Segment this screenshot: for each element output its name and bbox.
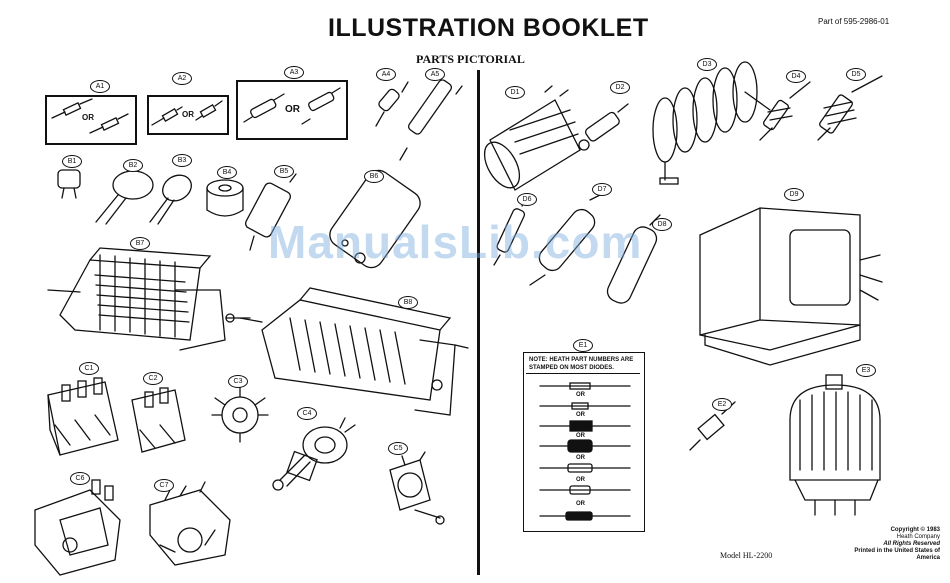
- label-b5: B5: [274, 165, 294, 178]
- part-number: Part of 595-2986-01: [818, 17, 890, 26]
- page-title: ILLUSTRATION BOOKLET: [328, 14, 649, 42]
- part-a5-power-resistor: [399, 79, 463, 161]
- company-line: Heath Company: [896, 534, 940, 540]
- diode-or-3: OR: [576, 433, 585, 439]
- part-b1-capacitor: [57, 169, 81, 199]
- part-c5-wafer-switch: [389, 451, 445, 525]
- label-e1: E1: [573, 339, 593, 352]
- label-b4: B4: [217, 166, 237, 179]
- label-b1: B1: [62, 155, 82, 168]
- label-b2: B2: [123, 159, 143, 172]
- label-d7: D7: [592, 183, 612, 196]
- part-a4-resistor: [375, 81, 409, 127]
- label-d5: D5: [846, 68, 866, 81]
- part-a1-resistor: [51, 98, 129, 134]
- label-c2: C2: [143, 372, 163, 385]
- watermark: ManualsLib.com: [268, 216, 643, 268]
- part-c6-circuit-breaker: [34, 479, 121, 576]
- part-a3-resistor: [243, 87, 341, 125]
- part-d5-choke: [817, 75, 883, 141]
- part-c4-rotary-switch: [272, 417, 356, 491]
- or-label-a1: OR: [82, 113, 94, 122]
- part-d4-choke: [759, 81, 811, 141]
- label-a1: A1: [90, 80, 110, 93]
- label-d9: D9: [784, 188, 804, 201]
- part-d3-coil: [652, 61, 771, 185]
- label-d6: D6: [517, 193, 537, 206]
- part-e1-diodes: [539, 382, 631, 521]
- label-a5: A5: [425, 68, 445, 81]
- part-b5-capacitor: [245, 173, 297, 251]
- diode-or-6: OR: [576, 501, 585, 507]
- resistor-box-a2: [147, 95, 229, 135]
- part-b6-capacitor: [329, 169, 421, 269]
- label-a2: A2: [172, 72, 192, 85]
- copyright-line: Copyright © 1983: [890, 527, 940, 533]
- part-b4-ferrite: [206, 179, 244, 217]
- or-label-a3: OR: [285, 104, 300, 115]
- resistor-box-a1: [45, 95, 137, 145]
- part-d9-transformer: [699, 207, 883, 366]
- section-subtitle: PARTS PICTORIAL: [416, 52, 525, 66]
- label-c6: C6: [70, 472, 90, 485]
- diode-note-text: NOTE: HEATH PART NUMBERS ARE STAMPED ON …: [529, 357, 634, 371]
- diode-or-5: OR: [576, 477, 585, 483]
- part-d1-coil: [483, 85, 581, 191]
- label-c7: C7: [154, 479, 174, 492]
- diode-or-4: OR: [576, 455, 585, 461]
- copyright-block: Copyright © 1983 Heath Company All Right…: [830, 527, 940, 562]
- note-divider: [526, 373, 640, 374]
- part-b8-variable-capacitor: [239, 287, 469, 416]
- label-c1: C1: [79, 362, 99, 375]
- column-divider: [477, 70, 480, 575]
- label-b6: B6: [364, 170, 384, 183]
- printed-line: Printed in the United States of America: [854, 548, 940, 561]
- part-b3-capacitor: [149, 174, 192, 225]
- part-c7-relay: [149, 481, 231, 566]
- label-b8: B8: [398, 296, 418, 309]
- label-c3: C3: [228, 375, 248, 388]
- part-c1-switch: [47, 377, 119, 456]
- label-b7: B7: [130, 237, 150, 250]
- resistor-box-a3: [236, 80, 348, 140]
- rights-line: All Rights Reserved: [883, 541, 940, 547]
- part-e3-tube: [789, 374, 881, 516]
- diode-or-1: OR: [576, 392, 585, 398]
- label-e2: E2: [712, 398, 732, 411]
- label-d8: D8: [652, 218, 672, 231]
- label-c4: C4: [297, 407, 317, 420]
- part-c3-rotary-switch: [211, 387, 269, 443]
- label-a3: A3: [284, 66, 304, 79]
- label-d1: D1: [505, 86, 525, 99]
- part-a2-resistor: [151, 100, 223, 126]
- part-b2-capacitor: [95, 170, 154, 225]
- label-c5: C5: [388, 442, 408, 455]
- label-d2: D2: [610, 81, 630, 94]
- part-d2-coil: [578, 103, 629, 151]
- part-b7-variable-capacitor: [47, 247, 251, 351]
- label-b3: B3: [172, 154, 192, 167]
- model-number: Model HL-2200: [720, 551, 773, 560]
- label-d3: D3: [697, 58, 717, 71]
- or-label-a2: OR: [182, 110, 194, 119]
- part-c2-switch: [131, 387, 186, 453]
- diode-or-2: OR: [576, 412, 585, 418]
- label-d4: D4: [786, 70, 806, 83]
- label-a4: A4: [376, 68, 396, 81]
- diode-note-box: [523, 352, 645, 532]
- label-e3: E3: [856, 364, 876, 377]
